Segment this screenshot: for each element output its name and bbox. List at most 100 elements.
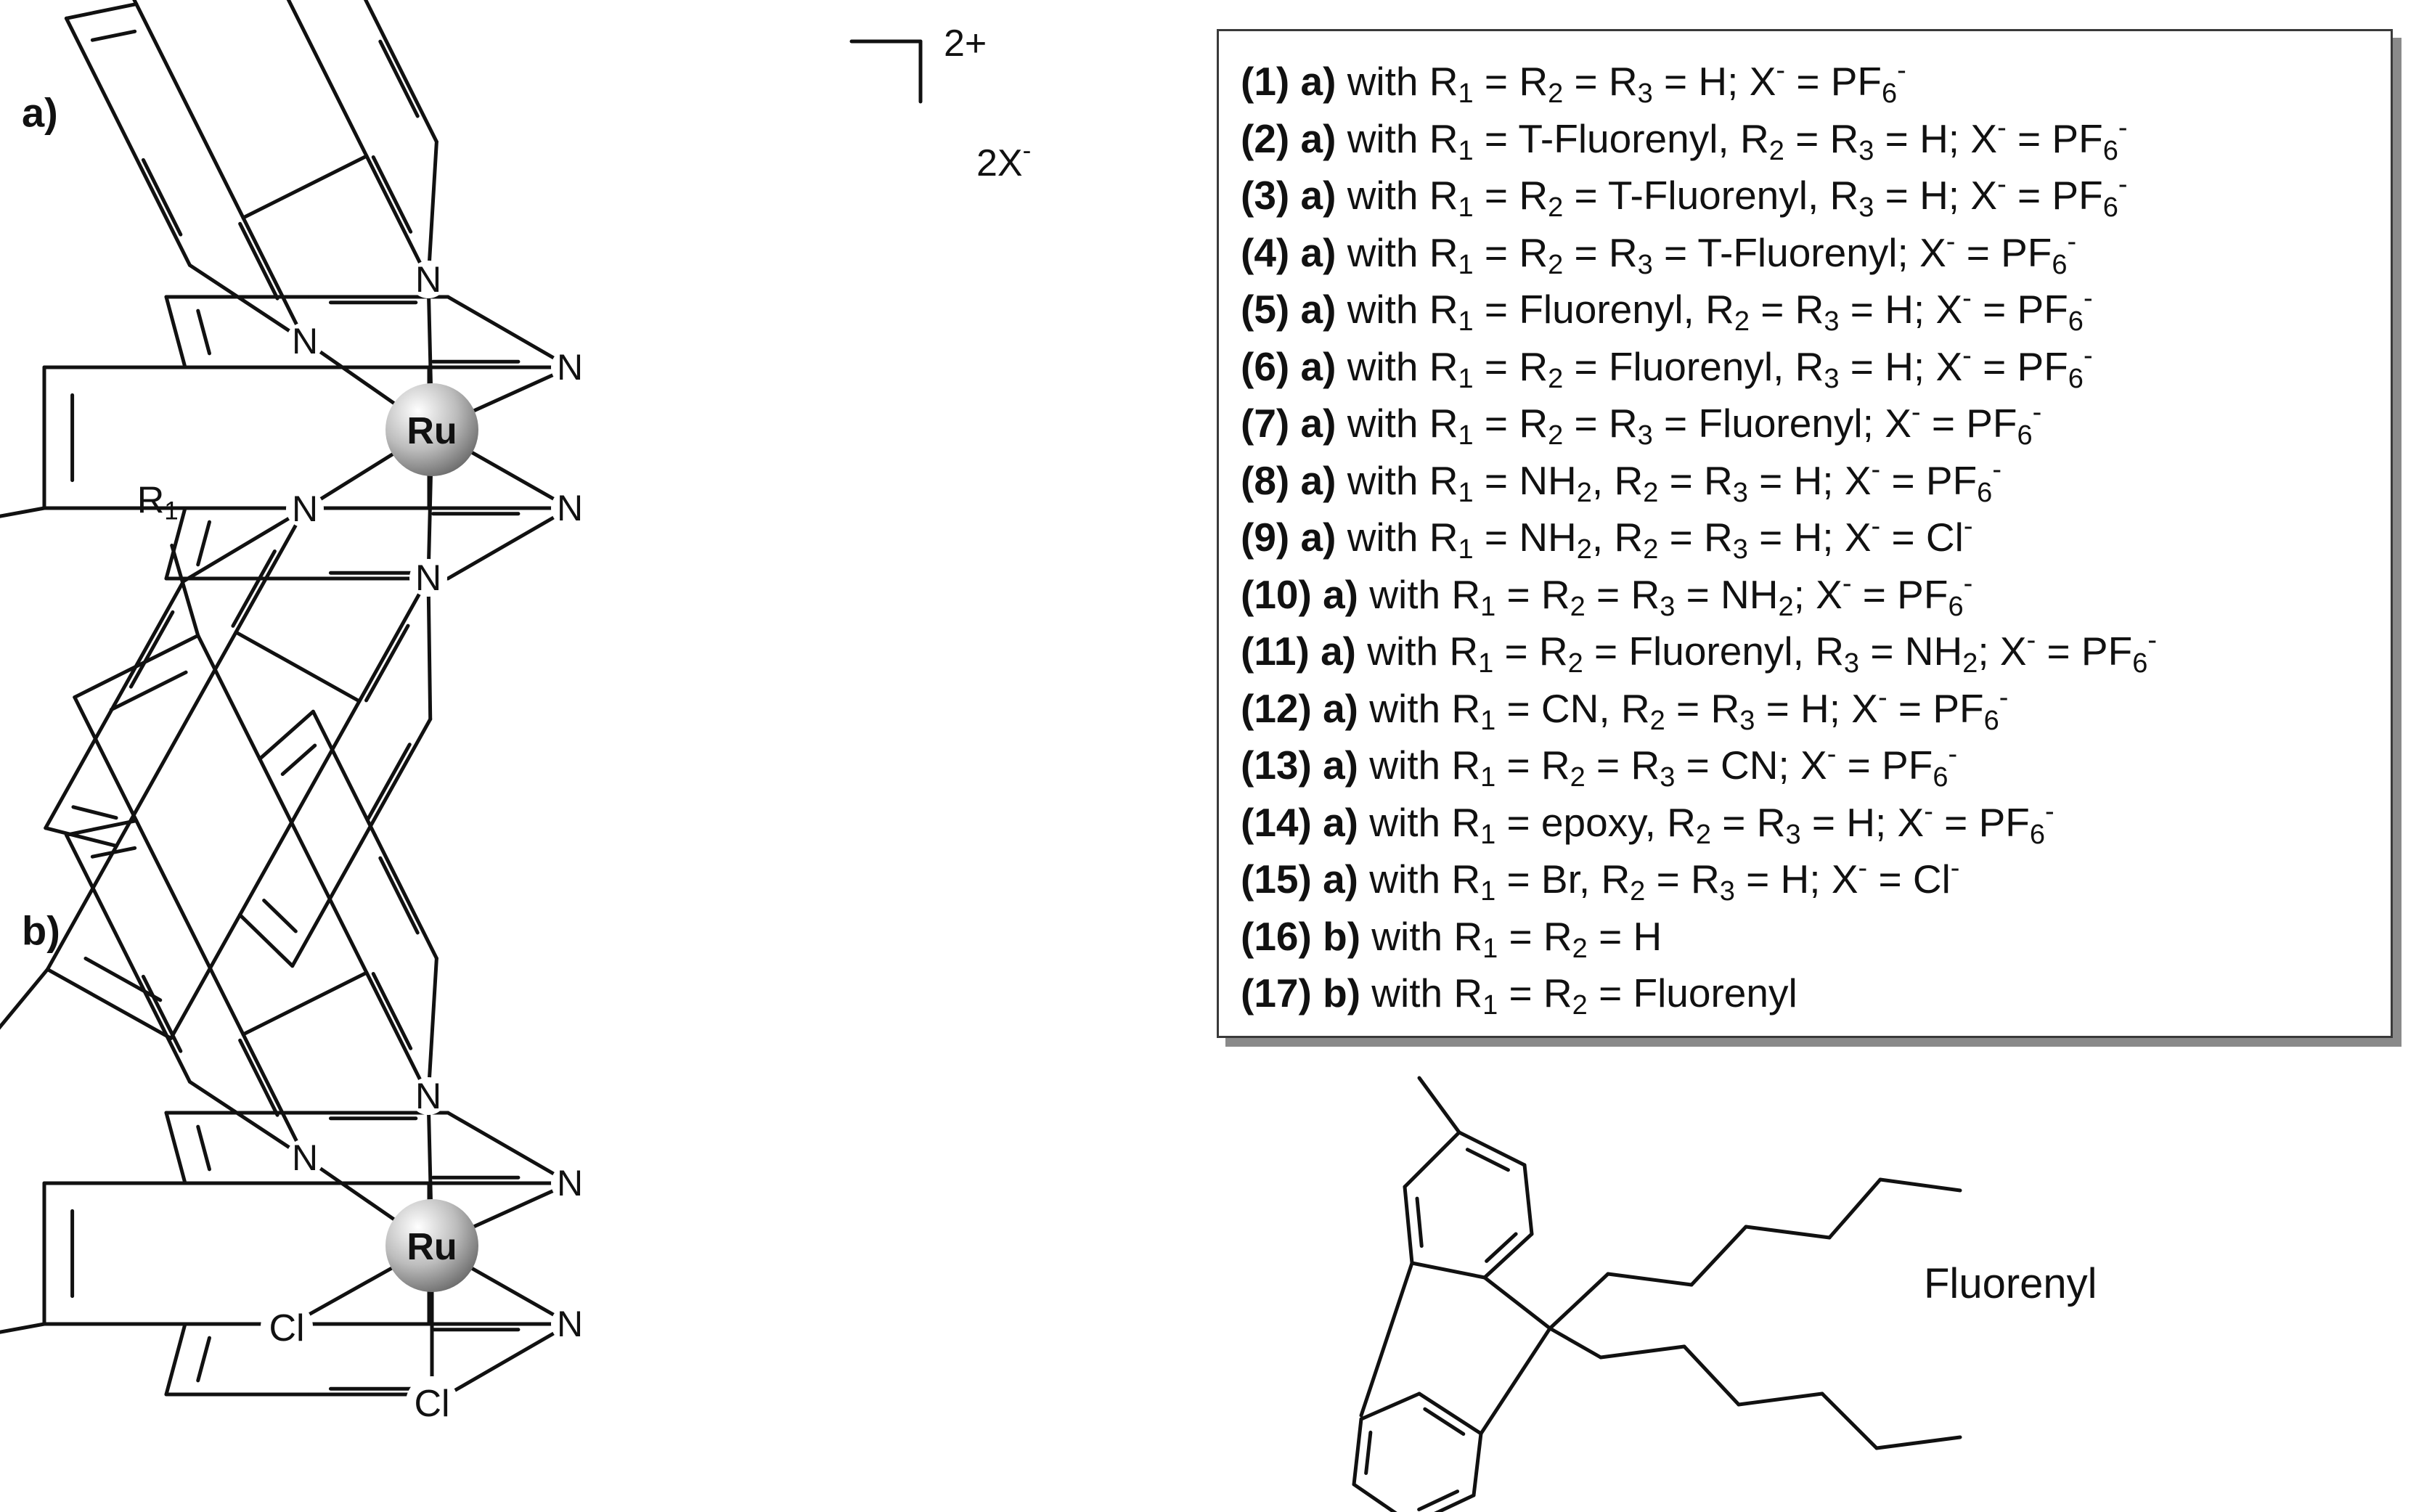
formula-text: = H; X bbox=[1839, 287, 1963, 332]
formula-text: = T-Fluorenyl, R bbox=[1473, 115, 1769, 161]
phen-bond bbox=[237, 912, 295, 968]
formula-text: with R bbox=[1358, 799, 1481, 845]
phen-bond bbox=[134, 2, 245, 220]
complex-type: a) bbox=[1300, 173, 1337, 218]
formula-text: = R bbox=[1711, 799, 1786, 845]
phen-double-bond bbox=[90, 846, 137, 859]
formula-text: = R bbox=[1784, 115, 1859, 161]
compound-entry: (2) a) with R1 = T-Fluorenyl, R2 = R3 = … bbox=[1241, 110, 2391, 168]
atom-labels: NNR1NNR2NNR3RuNNR1NNR2ClClRu2+2X-a)b) bbox=[22, 23, 1031, 1429]
formula-text: with R bbox=[1336, 401, 1458, 446]
formula-subscript: 3 bbox=[1732, 477, 1748, 508]
formula-subscript: 1 bbox=[1482, 990, 1498, 1021]
compound-entry: (3) a) with R1 = R2 = T-Fluorenyl, R3 = … bbox=[1241, 167, 2391, 224]
formula-text: = R bbox=[1473, 343, 1548, 389]
compound-number: (2) bbox=[1241, 115, 1290, 161]
complex-type: a) bbox=[1323, 857, 1358, 902]
compound-entry: (1) a) with R1 = R2 = R3 = H; X- = PF6- bbox=[1241, 53, 2391, 110]
formula-superscript: - bbox=[1963, 511, 1973, 542]
hexyl-bond bbox=[1827, 1177, 1882, 1240]
formula-text: = NH bbox=[1473, 515, 1577, 560]
formula-subscript: 2 bbox=[1643, 534, 1659, 565]
formula-subscript: 2 bbox=[1572, 990, 1588, 1021]
formula-superscript: - bbox=[1962, 340, 1972, 371]
hexyl-bond bbox=[1820, 1392, 1879, 1450]
phen-double-bond bbox=[238, 221, 279, 301]
label-backdrop bbox=[286, 322, 324, 360]
fluorene-bond bbox=[1359, 1261, 1414, 1418]
phen-bond bbox=[258, 709, 315, 761]
phen-double-bond bbox=[196, 1124, 211, 1172]
formula-text: with R bbox=[1336, 515, 1458, 560]
phen-bond bbox=[64, 16, 130, 144]
phen-bond bbox=[164, 1111, 187, 1185]
compound-entry: (17) b) with R1 = R2 = Fluorenyl bbox=[1241, 965, 2391, 1022]
hexyl-bond bbox=[1878, 1177, 1962, 1193]
formula-superscript: - bbox=[2045, 796, 2054, 827]
nitrogen-atom: N bbox=[415, 557, 441, 598]
formula-text: ; X bbox=[1793, 571, 1843, 617]
formula-text: = Cl bbox=[1880, 515, 1964, 560]
fluorene-double-bond bbox=[1415, 1196, 1424, 1249]
formula-text: = R bbox=[1563, 59, 1638, 104]
compound-entry: (15) a) with R1 = Br, R2 = R3 = H; X- = … bbox=[1241, 851, 2391, 908]
compound-number: (9) bbox=[1241, 515, 1290, 560]
formula-text: = R bbox=[1498, 913, 1572, 959]
phen-double-bond bbox=[109, 670, 188, 712]
fluorene-double-bond bbox=[1417, 1489, 1460, 1512]
formula-superscript: - bbox=[2118, 169, 2128, 200]
formula-text: = H; X bbox=[1747, 515, 1872, 560]
phen-bond bbox=[234, 507, 307, 634]
formula-subscript: 3 bbox=[1637, 249, 1653, 280]
formula-text: = H bbox=[1587, 913, 1662, 959]
counterion-label-main: 2X bbox=[976, 142, 1023, 184]
label-backdrop bbox=[409, 559, 447, 597]
substituent-bond bbox=[170, 543, 200, 638]
complex-charge: 2+ bbox=[944, 23, 987, 65]
formula-subscript: 6 bbox=[2052, 249, 2068, 280]
phen-bond bbox=[290, 841, 364, 968]
fluorene-bond bbox=[1482, 1232, 1534, 1280]
complex-type: a) bbox=[1300, 343, 1337, 389]
formula-text: = H; X bbox=[1874, 173, 1998, 218]
formula-subscript: 3 bbox=[1660, 762, 1676, 793]
formula-superscript: - bbox=[2083, 340, 2093, 371]
phen-bond bbox=[241, 970, 369, 1037]
formula-superscript: - bbox=[1858, 853, 1868, 883]
compound-entry: (10) a) with R1 = R2 = R3 = NH2; X- = PF… bbox=[1241, 566, 2391, 624]
phen-double-bond bbox=[196, 308, 211, 356]
nitrogen-atom: N bbox=[557, 347, 583, 388]
hexyl-bond bbox=[1737, 1392, 1824, 1407]
fluorene-double-bond bbox=[1423, 1407, 1466, 1437]
nitrogen-atom: N bbox=[557, 1304, 583, 1344]
phen-double-bond bbox=[196, 520, 211, 567]
phen-double-bond bbox=[141, 158, 183, 237]
formula-subscript: 6 bbox=[2102, 192, 2118, 223]
formula-text: with R bbox=[1336, 287, 1458, 332]
compound-entry: (4) a) with R1 = R2 = R3 = T-Fluorenyl; … bbox=[1241, 224, 2391, 282]
ruthenium-atom bbox=[385, 1199, 478, 1292]
formula-text: = PF bbox=[2036, 629, 2133, 674]
formula-text: = NH bbox=[1473, 457, 1577, 503]
formula-text: = H; X bbox=[1874, 115, 1998, 161]
compound-list: (1) a) with R1 = R2 = R3 = H; X- = PF6-(… bbox=[1219, 31, 2391, 1022]
formula-subscript: 1 bbox=[1482, 933, 1498, 964]
phen-double-bond bbox=[83, 956, 163, 1002]
formula-text: = R bbox=[1665, 685, 1740, 731]
formula-text: = R bbox=[1658, 515, 1733, 560]
nitrogen-atom: N bbox=[292, 489, 318, 529]
formula-subscript: 1 bbox=[1458, 534, 1474, 565]
fluorene-bond bbox=[1417, 1392, 1483, 1436]
phen-double-bond bbox=[141, 974, 183, 1053]
attachment-bond bbox=[1417, 1076, 1461, 1135]
label-backdrop bbox=[286, 490, 324, 528]
formula-superscript: - bbox=[2118, 112, 2128, 143]
fluorene-bond bbox=[1352, 1417, 1363, 1487]
phen-bond bbox=[168, 912, 242, 1040]
phen-double-bond bbox=[366, 743, 412, 821]
formula-text: with R bbox=[1336, 229, 1458, 275]
complex-type: b) bbox=[1323, 913, 1361, 959]
formula-text: with R bbox=[1358, 743, 1481, 788]
formula-superscript: - bbox=[1992, 454, 2001, 485]
hexyl-bond bbox=[1682, 1344, 1741, 1407]
